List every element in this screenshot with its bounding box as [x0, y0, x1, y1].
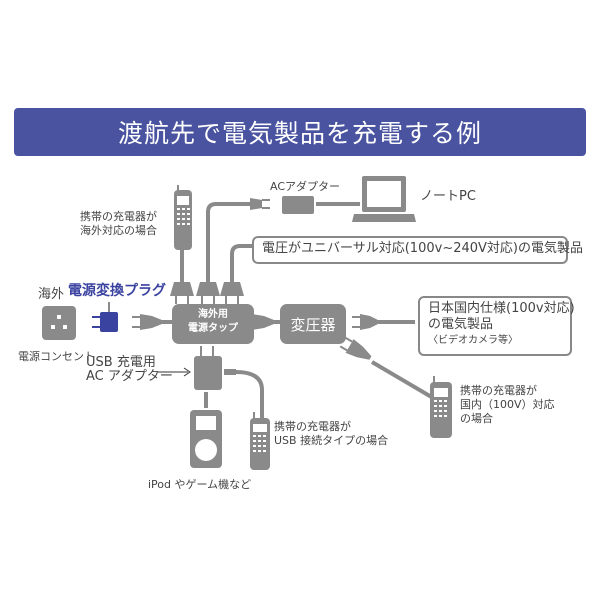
- plug-icon: [339, 336, 372, 360]
- label-line: 携帯の充電器が: [274, 420, 351, 433]
- label-line: AC アダプター: [86, 369, 173, 384]
- label-line: の場合: [460, 412, 493, 425]
- label-notebook-pc: ノートPC: [420, 189, 476, 204]
- plug-icon: [196, 282, 220, 304]
- plug-icon: [220, 282, 244, 304]
- label-line: 電源タップ: [188, 323, 238, 334]
- label-outlet: 電源コンセント: [18, 350, 95, 363]
- label-line: 海外用: [198, 309, 228, 320]
- title-text: 渡航先で電気製品を充電する例: [117, 119, 482, 148]
- label-ipod: iPod やゲーム機など: [148, 478, 252, 491]
- label-domestic-device: 日本国内仕様(100v対応) の電気製品 〈ビデオカメラ等〉: [428, 301, 575, 349]
- mobile-phone-icon: [250, 412, 270, 470]
- label-power-strip: 海外用 電源タップ: [172, 308, 254, 336]
- label-line: 〈ビデオカメラ等〉: [428, 335, 518, 346]
- cable-universal: [230, 244, 252, 282]
- plug-converter-icon: [92, 302, 118, 332]
- mobile-phone-icon: [174, 185, 192, 250]
- label-line: 日本国内仕様(100v対応): [428, 301, 575, 316]
- cable-transformer-to-mobile: [370, 360, 442, 404]
- label-transformer: 変圧器: [290, 316, 336, 334]
- power-strip-icon: [172, 304, 254, 344]
- ac-adapter-icon: [282, 196, 314, 214]
- label-line: 海外対応の場合: [80, 224, 157, 237]
- label-mobile-domestic: 携帯の充電器が 国内（100V）対応 の場合: [460, 384, 555, 426]
- label-mobile-overseas: 携帯の充電器が 海外対応の場合: [80, 210, 157, 238]
- label-line: USB 充電用: [86, 355, 156, 370]
- title-banner: 渡航先で電気製品を充電する例: [14, 108, 586, 156]
- transformer-icon: [280, 304, 346, 344]
- label-line: の電気製品: [428, 317, 494, 332]
- label-overseas: 海外: [38, 287, 65, 302]
- notebook-pc-icon: [352, 176, 416, 222]
- domestic-device-box: 日本国内仕様(100v対応) の電気製品 〈ビデオカメラ等〉: [418, 296, 575, 356]
- usb-ac-adapter-icon: [194, 346, 236, 390]
- label-mobile-usb: 携帯の充電器が USB 接続タイプの場合: [274, 420, 388, 448]
- ipod-icon: [190, 410, 222, 468]
- plug-icon: [352, 314, 378, 330]
- cable-usb-to-mobile: [235, 370, 264, 418]
- label-line: 携帯の充電器が: [80, 210, 157, 223]
- label-universal-device: 電圧がユニバーサル対応(100v~240V対応)の電気製品: [262, 241, 583, 256]
- wall-outlet-icon: [42, 306, 76, 340]
- label-usb-adapter: USB 充電用 AC アダプター: [86, 356, 173, 384]
- universal-device-box: 電圧がユニバーサル対応(100v~240V対応)の電気製品: [252, 236, 583, 264]
- plug-icon: [170, 282, 194, 304]
- cable-ac-adapter: [206, 202, 250, 282]
- label-ac-adapter: ACアダプター: [270, 180, 341, 193]
- label-line: USB 接続タイプの場合: [274, 434, 389, 447]
- ac-adapter-plug-icon: [250, 198, 270, 210]
- label-plug-converter: 電源変換プラグ: [68, 283, 166, 299]
- mobile-phone-icon: [430, 376, 452, 438]
- plug-icon: [132, 314, 162, 330]
- label-line: 国内（100V）対応: [460, 398, 555, 411]
- plug-icon: [244, 314, 274, 330]
- label-line: 携帯の充電器が: [460, 384, 537, 397]
